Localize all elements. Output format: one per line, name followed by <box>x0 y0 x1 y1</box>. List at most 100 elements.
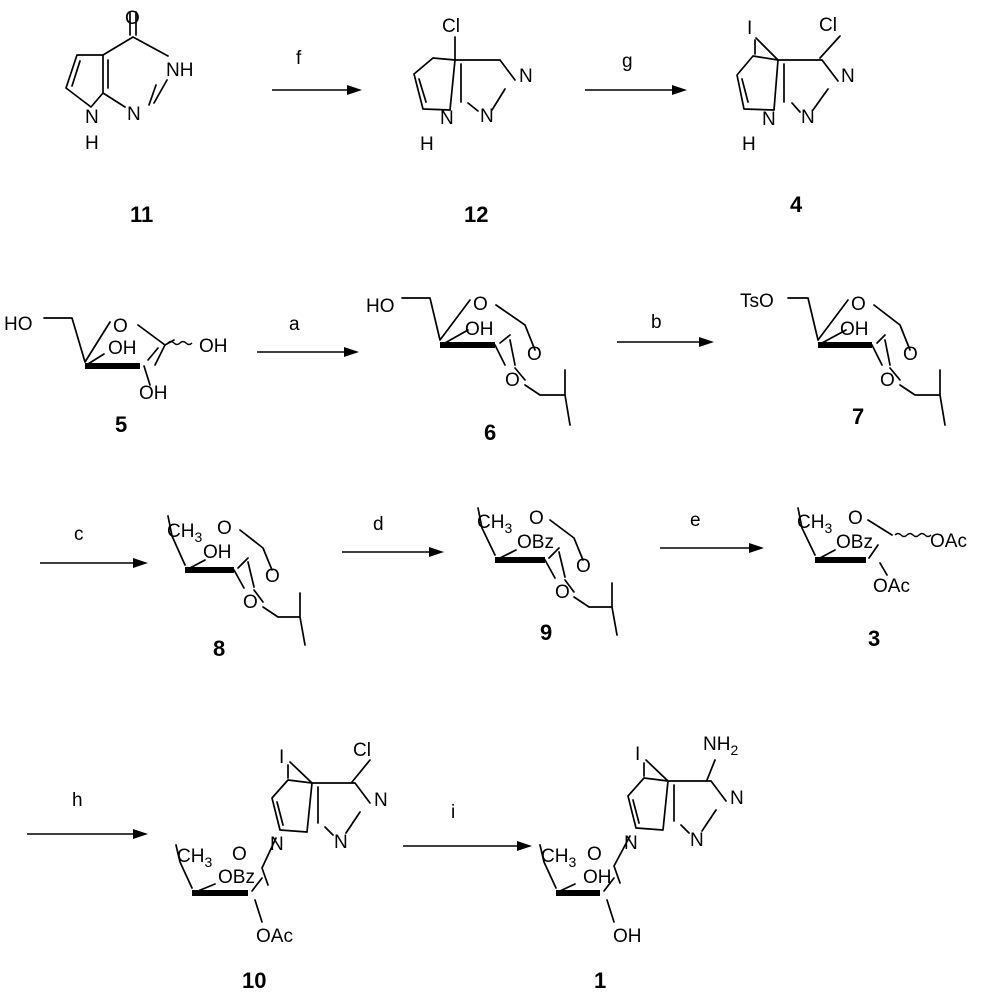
step-c-label: c <box>74 524 84 545</box>
anomeric-acetoxy-label: OAc <box>930 531 967 552</box>
reaction-arrow-d: d <box>342 514 444 557</box>
methyl-ch-label: CH3 <box>797 512 832 536</box>
benzoyloxy-label: OBz <box>218 867 255 888</box>
compound-9-structure: CH3 O OBz O O 9 <box>477 507 618 645</box>
acetonide-o2-label: O <box>243 592 258 613</box>
acetonide-o1-label: O <box>903 344 918 365</box>
methyl-ch-label: CH3 <box>167 521 202 545</box>
hydroxyl-label: OH <box>465 319 494 340</box>
ring-oxygen-label: O <box>848 508 863 529</box>
acetonide-o2-label: O <box>505 370 520 391</box>
iodine-label: I <box>635 744 640 765</box>
pyrimidine-n1-label: N <box>841 66 855 87</box>
compound-3-structure: CH3 O OBz OAc OAc 3 <box>797 507 967 651</box>
ring-oxygen-label: O <box>529 508 544 529</box>
compound-12-structure: Cl N N N H 12 <box>413 16 533 227</box>
benzoyloxy-label: OBz <box>517 532 554 553</box>
hydroxyl-2-label: OH <box>139 383 168 404</box>
compound-5-structure: HO O OH OH OH 5 <box>4 314 228 437</box>
pyrimidine-n1-label: N <box>730 788 744 809</box>
pyrrole-h-label: H <box>85 133 99 154</box>
compound-9-label: 9 <box>540 620 552 645</box>
step-b-label: b <box>651 312 662 333</box>
hydroxyl-label: OH <box>840 319 869 340</box>
reaction-arrow-b: b <box>617 312 714 347</box>
methyl-ch-label: CH3 <box>477 512 512 536</box>
hydroxyl-3-label: OH <box>108 338 137 359</box>
acetonide-o1-label: O <box>576 556 591 577</box>
pyrrole-n-label: N <box>762 109 776 130</box>
hydroxymethyl-label: HO <box>366 296 395 317</box>
acetonide-o2-label: O <box>555 582 570 603</box>
compound-10-label: 10 <box>242 968 266 993</box>
compound-4-label: 4 <box>790 192 803 217</box>
amino-label: NH2 <box>703 734 738 758</box>
step-g-label: g <box>622 51 633 72</box>
reaction-arrow-a: a <box>257 314 359 357</box>
pyrrole-h-label: H <box>742 134 756 155</box>
compound-11-bonds <box>65 11 169 108</box>
step-i-label: i <box>451 802 455 823</box>
benzoyloxy-label: OBz <box>836 532 873 553</box>
glycosyl-n-label: N <box>624 833 638 854</box>
methyl-ch-label: CH3 <box>541 846 576 870</box>
methyl-ch-label: CH3 <box>177 846 212 870</box>
chlorine-label: Cl <box>819 15 837 36</box>
pyrimidine-n-label: N <box>127 104 141 125</box>
hydroxyl-3-label: OH <box>583 867 612 888</box>
ring-oxygen-label: O <box>473 294 488 315</box>
iodine-label: I <box>279 747 284 768</box>
compound-8-structure: CH3 O OH O O 8 <box>167 515 306 661</box>
tosyloxy-label: TsO <box>740 291 774 312</box>
step-d-label: d <box>373 514 384 535</box>
carbonyl-o-label: O <box>125 8 140 29</box>
pyrimidine-n2-label: N <box>334 832 348 853</box>
pyrimidine-n1-label: N <box>374 790 388 811</box>
acetonide-o2-label: O <box>880 370 895 391</box>
hydroxyl-2-label: OH <box>613 926 642 947</box>
compound-3-label: 3 <box>868 626 880 651</box>
pyrrole-n-label: N <box>85 107 99 128</box>
reaction-arrow-c: c <box>40 524 148 568</box>
compound-7-structure: TsO O OH O O 7 <box>740 291 946 429</box>
acetonide-o1-label: O <box>527 344 542 365</box>
chlorine-label: Cl <box>353 740 371 761</box>
anomeric-hydroxyl-label: OH <box>199 336 228 357</box>
acetoxy-label: OAc <box>256 926 293 947</box>
compound-1-structure: I NH2 N N N CH3 O OH OH 1 <box>539 734 744 993</box>
acetoxy-2-label: OAc <box>873 576 910 597</box>
compound-4-structure: I Cl N N N H 4 <box>736 15 855 217</box>
ring-oxygen-label: O <box>851 294 866 315</box>
ring-oxygen-label: O <box>232 844 247 865</box>
glycosyl-n-label: N <box>270 834 284 855</box>
compound-11-label: 11 <box>130 202 153 227</box>
ring-oxygen-label: O <box>113 316 128 337</box>
reaction-arrow-e: e <box>660 510 764 553</box>
hydroxymethyl-label: HO <box>4 314 33 335</box>
compound-12-label: 12 <box>464 202 488 227</box>
compound-11-structure: O NH N N H 11 <box>65 8 193 227</box>
step-f-label: f <box>296 48 302 69</box>
pyrimidine-n2-label: N <box>480 106 494 127</box>
chlorine-label: Cl <box>442 16 460 37</box>
pyrrole-h-label: H <box>420 134 434 155</box>
compound-7-label: 7 <box>852 404 864 429</box>
step-h-label: h <box>72 790 83 811</box>
step-a-label: a <box>289 314 300 335</box>
pyrimidine-n2-label: N <box>801 107 815 128</box>
reaction-arrow-h: h <box>27 790 148 839</box>
compound-6-structure: HO O OH O O 6 <box>366 294 571 445</box>
nh-label: NH <box>166 60 193 81</box>
compound-5-label: 5 <box>115 412 127 437</box>
step-e-label: e <box>690 510 701 531</box>
reaction-arrow-i: i <box>403 802 532 851</box>
compound-10-structure: I Cl N N N CH3 O OBz OAc 10 <box>175 740 388 993</box>
reaction-arrow-g: g <box>585 51 687 95</box>
compound-8-label: 8 <box>213 636 225 661</box>
pyrimidine-n2-label: N <box>690 830 704 851</box>
iodine-label: I <box>747 18 752 39</box>
ring-oxygen-label: O <box>587 844 602 865</box>
acetonide-o1-label: O <box>265 566 280 587</box>
ring-oxygen-label: O <box>217 518 232 539</box>
